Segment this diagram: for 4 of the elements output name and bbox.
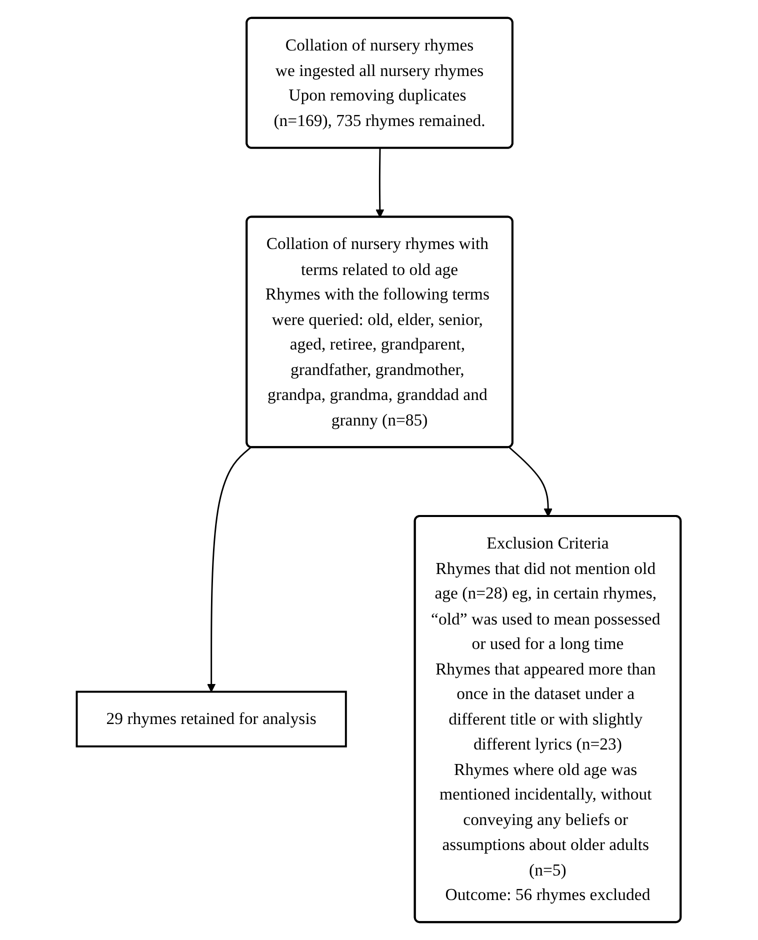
arrow xyxy=(509,446,553,517)
node-box: 29 rhymes retained for analysis xyxy=(76,690,348,748)
arrow xyxy=(207,446,252,692)
arrow xyxy=(376,148,385,218)
